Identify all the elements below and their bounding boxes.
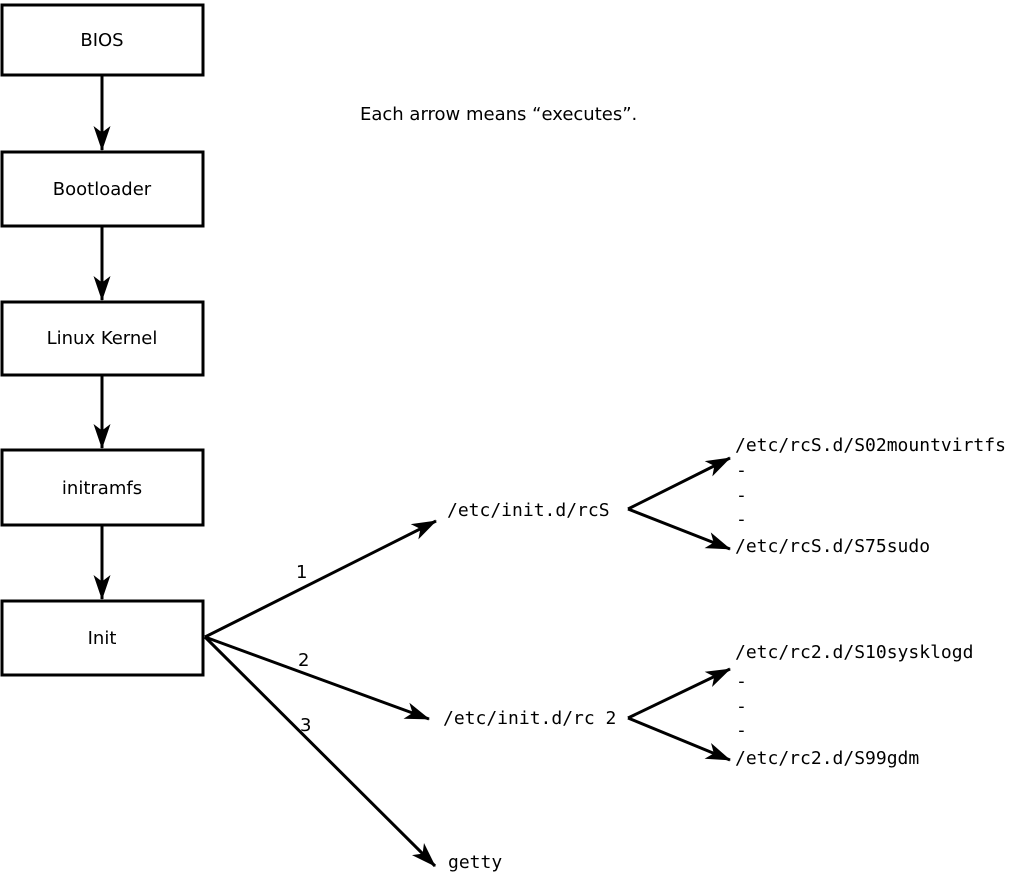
arrow-init-to-getty-icon xyxy=(203,635,437,868)
rcs-ellipsis-dash-2: - xyxy=(736,485,747,506)
rc2-last-script-label: /etc/rc2.d/S99gdm xyxy=(735,748,919,769)
branch-order-2: 2 xyxy=(298,650,309,671)
arrow-init-to-rc2-icon xyxy=(204,635,430,721)
rc2-script-label: /etc/init.d/rc 2 xyxy=(443,708,616,729)
rcs-last-script-label: /etc/rcS.d/S75sudo xyxy=(735,536,930,557)
flow-box-initramfs-label: initramfs xyxy=(62,478,142,499)
rcs-first-script-label: /etc/rcS.d/S02mountvirtfs xyxy=(735,435,1006,456)
flow-box-initramfs xyxy=(0,448,205,527)
rc2-ellipsis-dash-1: - xyxy=(736,671,747,692)
flow-box-init-label: Init xyxy=(88,628,117,649)
rcs-ellipsis-dash-1: - xyxy=(736,460,747,481)
rc2-ellipsis-dash-3: - xyxy=(736,720,747,741)
flow-box-bootloader xyxy=(0,150,205,228)
rcs-ellipsis-dash-3: - xyxy=(736,509,747,530)
getty-label: getty xyxy=(448,852,502,873)
flow-box-bootloader-label: Bootloader xyxy=(53,179,152,200)
arrow-rcs-to-first-script-icon xyxy=(627,456,731,511)
arrow-init-to-rcs-icon xyxy=(204,519,437,639)
flow-box-linux-kernel xyxy=(0,300,205,377)
flow-box-init xyxy=(0,599,205,677)
flow-box-bios xyxy=(0,3,205,77)
rc2-first-script-label: /etc/rc2.d/S10sysklogd xyxy=(735,642,973,663)
arrow-meaning-note: Each arrow means “executes”. xyxy=(360,104,637,125)
flow-box-bios-label: BIOS xyxy=(80,30,123,51)
rcs-script-label: /etc/init.d/rcS xyxy=(447,500,610,521)
branch-order-1: 1 xyxy=(296,562,307,583)
arrow-rc2-to-first-script-icon xyxy=(627,667,731,720)
arrow-rcs-to-last-script-icon xyxy=(627,507,731,551)
arrow-rc2-to-last-script-icon xyxy=(627,716,731,762)
branch-order-3: 3 xyxy=(300,715,311,736)
flow-box-linux-kernel-label: Linux Kernel xyxy=(47,328,158,349)
rc2-ellipsis-dash-2: - xyxy=(736,696,747,717)
